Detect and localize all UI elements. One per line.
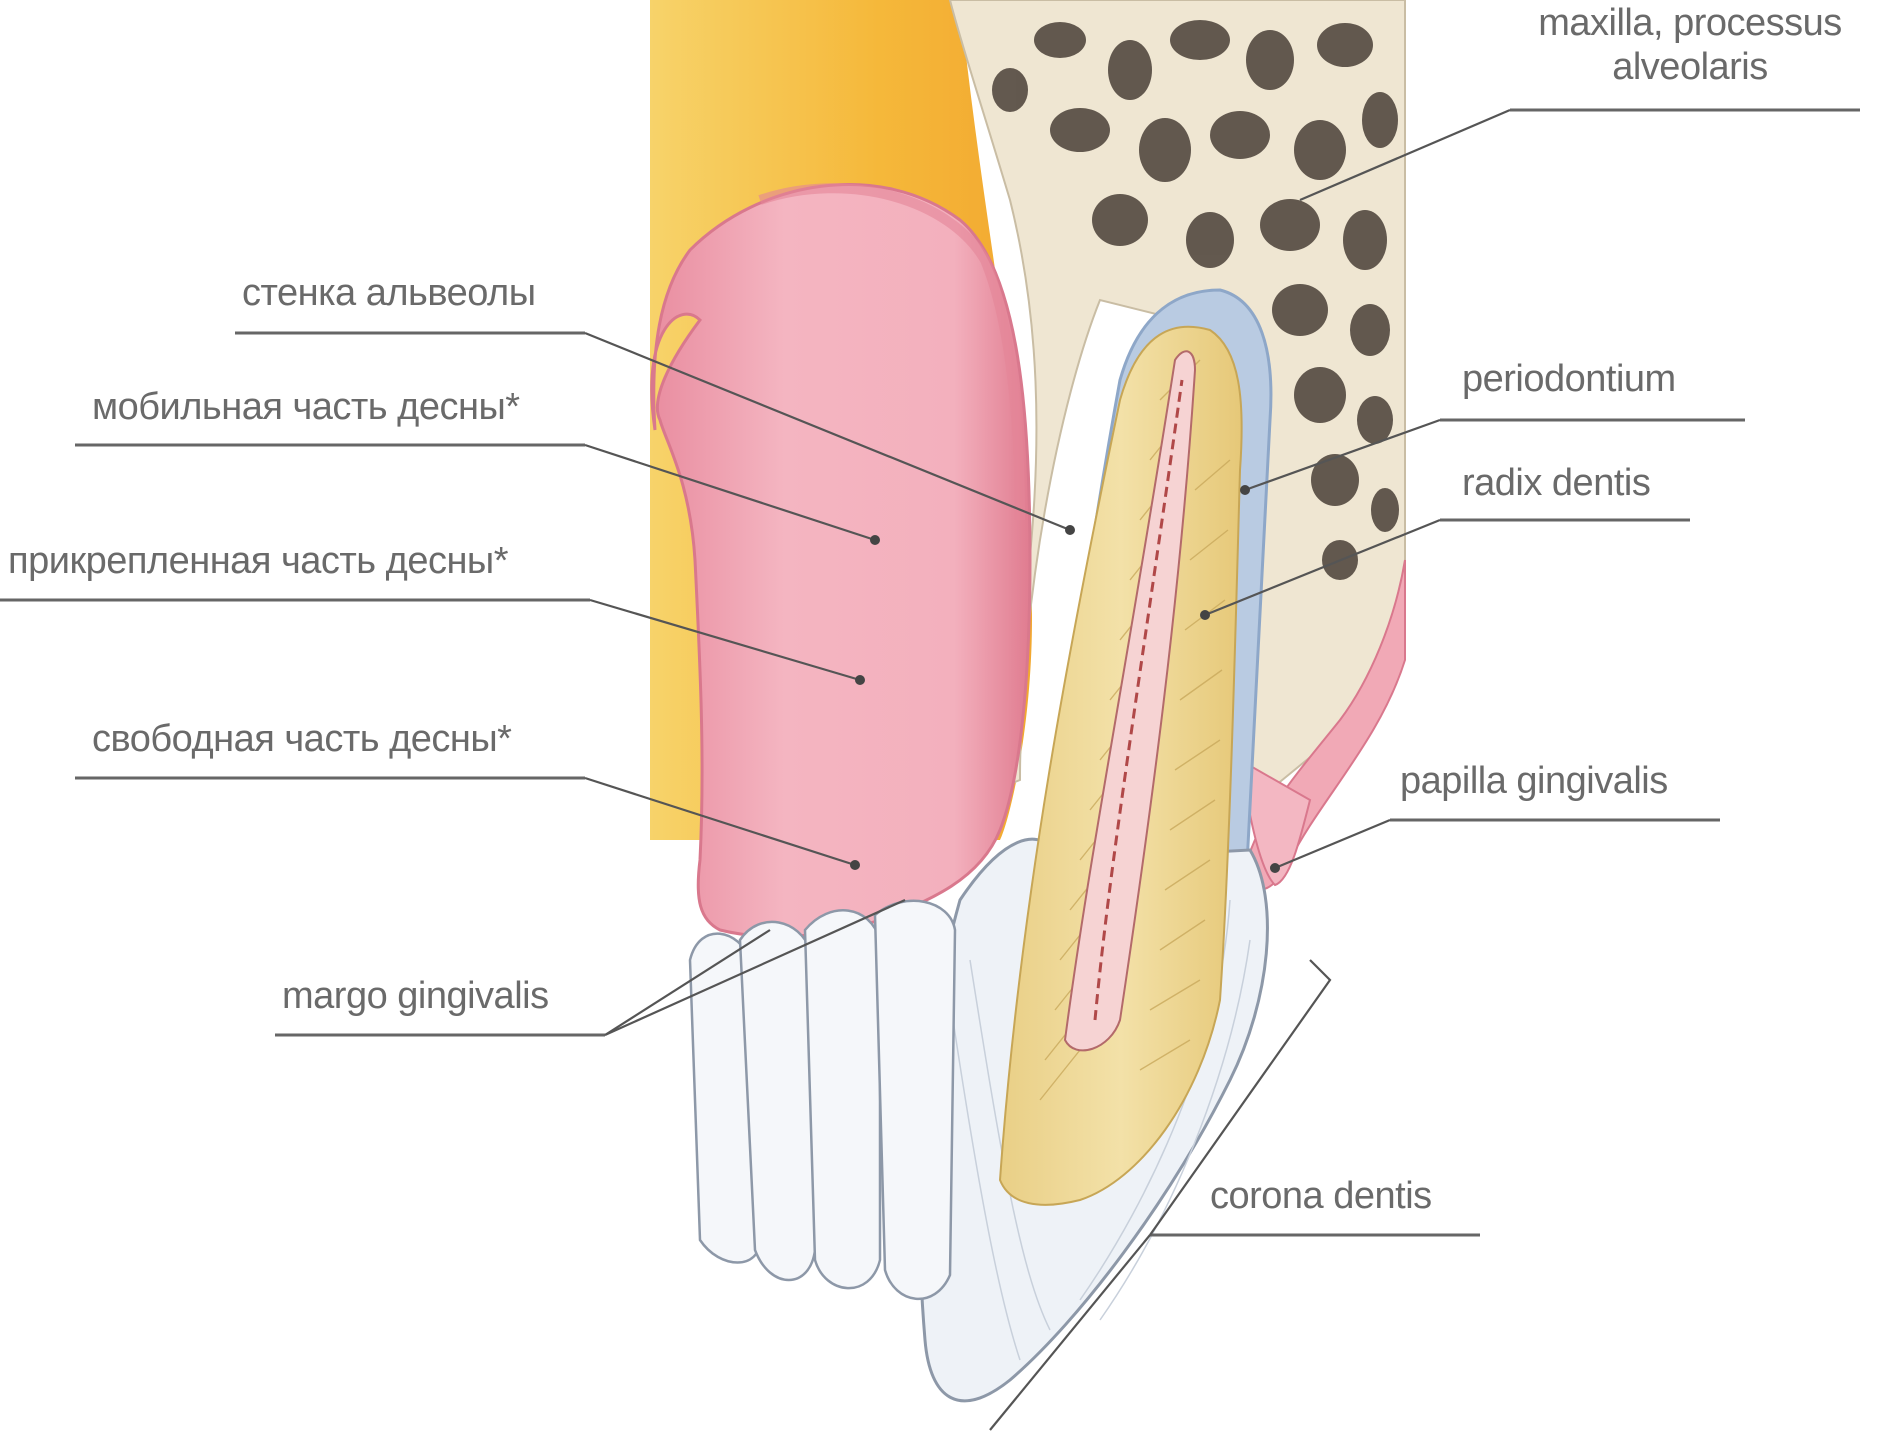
label-papilla-gingivalis: papilla gingivalis <box>1400 760 1668 804</box>
label-periodontium: periodontium <box>1462 358 1676 402</box>
label-attached-gum: прикрепленная часть десны* <box>8 540 508 584</box>
label-corona-dentis: corona dentis <box>1210 1175 1432 1219</box>
label-free-gum: свободная часть десны* <box>92 718 511 762</box>
label-mobile-gum: мобильная часть десны* <box>92 386 520 430</box>
gum-front <box>652 184 1030 936</box>
label-alveolar-wall: стенка альвеолы <box>242 272 536 316</box>
label-maxilla: maxilla, processus alveolaris <box>1510 2 1870 89</box>
label-radix-dentis: radix dentis <box>1462 462 1650 506</box>
neighbouring-teeth <box>690 901 955 1299</box>
label-margo-gingivalis: margo gingivalis <box>282 975 549 1019</box>
